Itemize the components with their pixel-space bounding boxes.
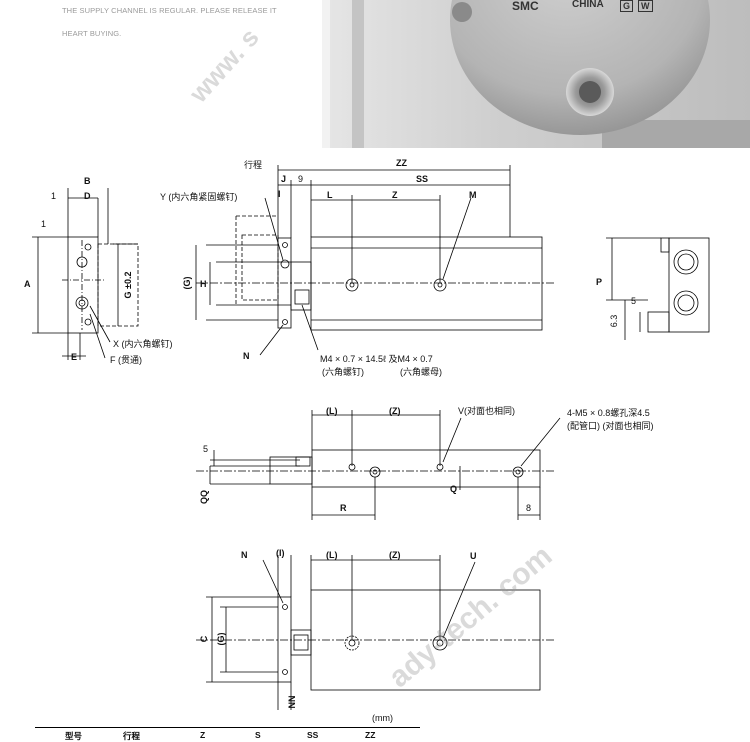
cert-mark-2: W [638, 0, 653, 12]
label-F: F (贯通) [110, 353, 142, 366]
label-M: M [469, 190, 477, 200]
dim-P: P [596, 277, 603, 287]
dim-A: A [24, 279, 31, 289]
note-screw-nut: M4 × 0.7 × 14.5ℓ 及M4 × 0.7 [320, 354, 433, 364]
label-Y: Y (内六角紧固螺钉) [160, 192, 238, 202]
dim-B: B [84, 176, 91, 186]
dim-5-side: 5 [203, 444, 209, 454]
note-hex-nut: (六角螺母) [400, 367, 442, 377]
cert-mark-1: G [620, 0, 634, 12]
dim-G: G ±0.2 [123, 271, 133, 299]
notice-line-2: HEART BUYING. [62, 29, 122, 38]
dim-ZZ: ZZ [396, 158, 407, 168]
dim-G-paren: (G) [182, 276, 192, 290]
label-X: X (内六角螺钉) [113, 337, 173, 350]
dim-6-3: 6.3 [609, 314, 619, 328]
dim-L-bottom: (L) [326, 550, 338, 560]
table-header-stroke: 行程 [123, 731, 141, 741]
dim-C: C [199, 635, 209, 643]
label-N-top: N [243, 351, 250, 361]
table-header-model: 型号 [65, 731, 83, 741]
dim-Q: Q [450, 484, 458, 494]
label-stroke: 行程 [244, 160, 263, 170]
dim-I: I [278, 189, 281, 199]
label-N-bottom: N [241, 550, 248, 560]
label-F-text: F (贯通) [110, 355, 142, 365]
note-hex-screw: (六角螺钉) [322, 367, 364, 377]
dim-5-right: 5 [631, 296, 637, 306]
table-header-S: S [255, 730, 261, 740]
unit-mm: (mm) [372, 713, 393, 723]
table-header-Z: Z [200, 730, 206, 740]
port-note-1: 4-M5 × 0.8螺孔深4.5 [567, 408, 650, 418]
dim-G-bottom: (G) [216, 632, 226, 646]
dim-R: R [340, 503, 347, 513]
spec-table-header: 型号 行程 Z S SS ZZ [35, 727, 420, 741]
dim-QQ: QQ [199, 490, 209, 505]
dim-SS: SS [416, 174, 429, 184]
dim-L: L [327, 190, 333, 200]
origin-label: CHINA [572, 0, 604, 10]
dim-8: 8 [526, 503, 532, 513]
notice-line-1: THE SUPPLY CHANNEL IS REGULAR. PLEASE RE… [62, 6, 277, 15]
dim-I-bottom: (I) [276, 548, 285, 558]
dim-E: E [71, 352, 78, 362]
dim-Z-bottom: (Z) [389, 550, 401, 560]
dim-NN: NN [287, 695, 297, 709]
dim-J: J [281, 174, 287, 184]
dim-1a: 1 [51, 191, 57, 201]
dim-9: 9 [298, 174, 304, 184]
label-V: V(对面也相同) [458, 406, 515, 416]
port-note-2: (配管口) (对面也相同) [567, 421, 654, 431]
table-header-SS: SS [307, 730, 319, 740]
product-photo-graphic [322, 0, 750, 148]
dim-L-side: (L) [326, 406, 338, 416]
brand-logo: SMC [512, 0, 539, 13]
product-photo: SMC CHINA G W [322, 0, 750, 148]
dim-Z: Z [392, 190, 398, 200]
dim-D: D [84, 191, 91, 201]
dim-H: H [200, 279, 207, 289]
table-header-ZZ: ZZ [365, 730, 376, 740]
dim-Z-side: (Z) [389, 406, 401, 416]
label-X-text: X (内六角螺钉) [113, 339, 173, 349]
label-U: U [470, 551, 477, 561]
dim-1b: 1 [41, 219, 47, 229]
